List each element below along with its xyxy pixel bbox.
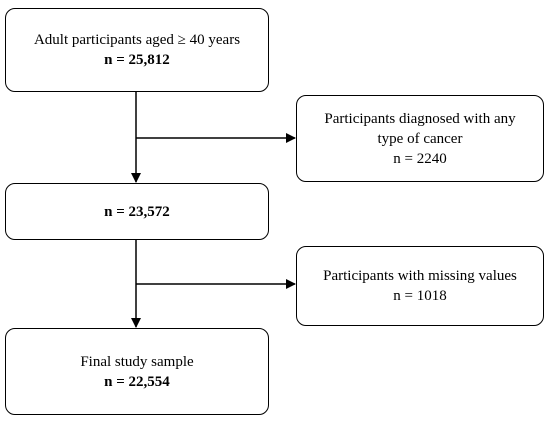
- box-cancer-exclusion-count: n = 2240: [393, 150, 447, 167]
- box-missing-values-label: Participants with missing values: [323, 268, 517, 284]
- box-adult-participants: Adult participants aged ≥ 40 years n = 2…: [5, 8, 269, 92]
- box-cancer-exclusion-label-line2: type of cancer: [377, 130, 463, 147]
- box-missing-values-exclusion: Participants with missing values n = 101…: [296, 246, 544, 326]
- box-cancer-exclusion: Participants diagnosed with any type of …: [296, 95, 544, 182]
- box-final-study-sample-label: Final study sample: [80, 353, 194, 370]
- box-missing-values-count: n = 1018: [393, 288, 447, 304]
- box-adult-participants-count: n = 25,812: [104, 52, 170, 68]
- box-adult-participants-label: Adult participants aged ≥ 40 years: [33, 32, 241, 48]
- box-final-study-sample-count: n = 22,554: [104, 373, 170, 390]
- box-cancer-exclusion-label-line1: Participants diagnosed with any: [324, 110, 516, 127]
- box-intermediate-sample: n = 23,572: [5, 183, 269, 240]
- box-final-study-sample: Final study sample n = 22,554: [5, 328, 269, 415]
- box-intermediate-sample-count: n = 23,572: [104, 203, 170, 220]
